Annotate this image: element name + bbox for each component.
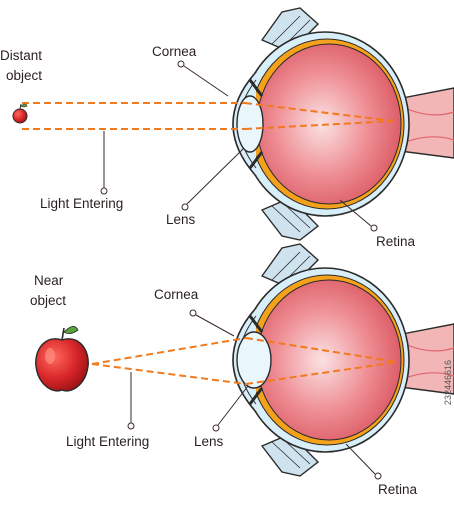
bottom-eye xyxy=(35,243,454,477)
top-lens-label: Lens xyxy=(166,212,196,227)
bottom-ray-upper-refracted xyxy=(245,337,399,363)
stock-id-watermark: 232446616 xyxy=(443,360,453,406)
top-eye xyxy=(12,7,454,241)
top-cornea-label: Cornea xyxy=(152,44,197,59)
top-eye-lens xyxy=(236,95,264,153)
top-object-label-line1: Distant xyxy=(0,48,43,63)
bottom-apple-icon xyxy=(35,326,89,392)
bottom-cornea-label: Cornea xyxy=(154,287,199,302)
top-light-entering-label: Light Entering xyxy=(40,196,124,211)
bottom-leader-lines xyxy=(127,309,382,480)
top-eye-eyeball xyxy=(256,43,402,205)
bottom-object-label-line1: Near xyxy=(34,273,64,288)
top-retina-label: Retina xyxy=(376,234,416,249)
top-object-label-line2: object xyxy=(6,68,43,83)
bottom-object-label-line2: object xyxy=(30,293,67,308)
bottom-light-entering-label: Light Entering xyxy=(66,434,150,449)
top-leader-lines xyxy=(100,60,378,232)
top-ray-lower-refracted xyxy=(244,120,395,130)
top-apple-icon xyxy=(12,108,28,124)
bottom-ray-lower xyxy=(91,363,247,385)
bottom-retina-label: Retina xyxy=(378,482,418,497)
bottom-lens-label: Lens xyxy=(194,434,224,449)
bottom-eye-lens xyxy=(236,331,272,389)
bottom-ray-upper xyxy=(91,337,247,365)
top-ray-upper-refracted xyxy=(244,102,395,122)
bottom-ray-lower-refracted xyxy=(245,361,399,385)
